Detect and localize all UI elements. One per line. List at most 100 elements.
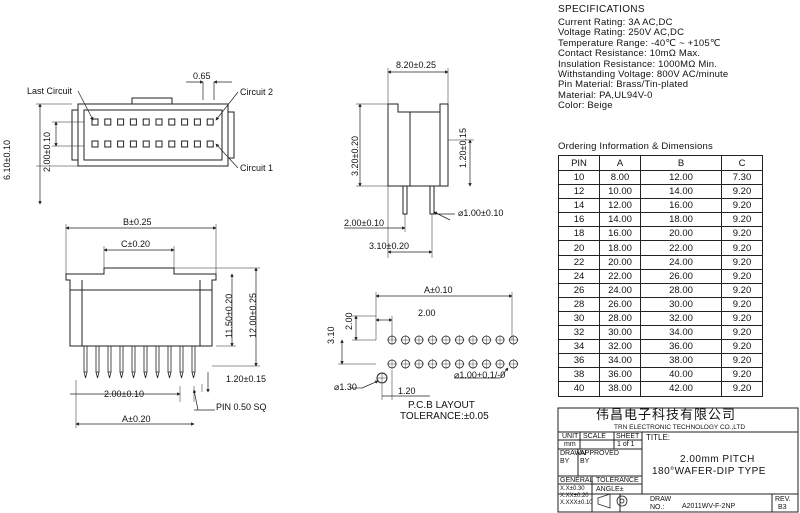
top-view-pin [142, 118, 150, 126]
table-cell: 24.00 [599, 282, 641, 298]
angle-label: ANGLE± [596, 486, 624, 493]
front-view-pin-tip [167, 371, 172, 379]
table-cell: 9.20 [721, 212, 763, 228]
front-view-pin [95, 345, 100, 373]
pcb-layout-title: P.C.B LAYOUT [408, 400, 475, 411]
dim-pcb-pitch-h: 2.00 [418, 308, 436, 318]
dim-side-width: 8.20±0.25 [396, 60, 436, 70]
front-view-pin-tip [131, 371, 136, 379]
front-view-pin-tip [155, 371, 160, 379]
front-view-pin-tip [143, 371, 148, 379]
top-view-pin [129, 140, 137, 148]
table-cell: 9.20 [721, 282, 763, 298]
pcb-layout [338, 292, 519, 400]
spec-line: Temperature Range: -40℃ ~ +105℃ [558, 37, 721, 49]
dim-side-120: 1.20±0.15 [458, 128, 468, 168]
company-name-en: TRN ELECTRONIC TECHNOLOGY CO.,LTD [614, 424, 746, 431]
table-cell: 9.20 [721, 325, 763, 341]
dim-front-c: C±0.20 [121, 239, 150, 249]
column-header-b: B [640, 155, 722, 171]
dim-pcb-hole-dia: ⌀1.30 [334, 382, 357, 392]
drawing-title-line1: 2.00mm PITCH [680, 454, 755, 465]
table-cell: 9.20 [721, 268, 763, 284]
table-cell: 30.00 [599, 325, 641, 341]
table-cell: 38 [558, 367, 600, 383]
table-cell: 22 [558, 254, 600, 270]
table-cell: 28.00 [599, 310, 641, 327]
spec-line: Pin Material: Brass/Tin-plated [558, 79, 689, 91]
table-cell: 12.00 [599, 198, 641, 214]
dim-pin-diameter: ⌀1.00±0.10 [458, 208, 504, 218]
top-view-pin [206, 140, 214, 148]
dim-front-1150: 11.50±0.20 [224, 293, 234, 338]
tolerance-3: X.XXX±0.10 [560, 500, 593, 506]
top-view-pin [181, 140, 189, 148]
table-cell: 18.00 [599, 240, 641, 256]
table-cell: 9.20 [721, 339, 763, 355]
drawn-by-label: DRAWN BY [560, 450, 587, 465]
scale-label: SCALE [583, 433, 606, 440]
front-view-pin-tip [191, 371, 196, 379]
front-view-pin-tip [119, 371, 124, 379]
table-cell: 12.00 [640, 169, 722, 186]
front-view-pin [191, 345, 196, 373]
top-view-pin [155, 140, 163, 148]
table-cell: 16.00 [640, 198, 722, 214]
table-cell: 32.00 [640, 310, 722, 327]
table-cell: 9.20 [721, 310, 763, 327]
table-cell: 28.00 [640, 282, 722, 298]
table-cell: 9.20 [721, 254, 763, 270]
top-view-pin [117, 118, 125, 126]
table-cell: 9.20 [721, 184, 763, 200]
table-cell: 9.20 [721, 240, 763, 256]
table-cell: 22.00 [599, 268, 641, 284]
spec-line: Contact Resistance: 10mΩ Max. [558, 48, 701, 60]
table-cell: 18.00 [640, 212, 722, 228]
title-label: TITLE: [646, 433, 671, 442]
table-cell: 24 [558, 268, 600, 284]
general-label: GENERAL [560, 477, 594, 484]
front-view-pin-tip [83, 371, 88, 379]
top-view-pin [104, 118, 112, 126]
table-cell: 36.00 [640, 339, 722, 355]
column-header-a: A [599, 155, 641, 171]
table-cell: 40.00 [640, 367, 722, 383]
dim-side-320: 3.20±0.20 [350, 136, 360, 176]
table-cell: 26.00 [599, 296, 641, 312]
sheet-value: 1 of 1 [617, 441, 635, 448]
table-cell: 14.00 [599, 212, 641, 228]
side-view [344, 68, 474, 258]
specifications-heading: SPECIFICATIONS [558, 4, 645, 15]
front-view-pin [107, 345, 112, 373]
top-view-pin [91, 118, 99, 126]
table-cell: 38.00 [599, 381, 641, 397]
table-cell: 20.00 [640, 226, 722, 242]
draw-no-value: A2011WV-F-2NP [682, 503, 736, 510]
top-view [36, 80, 239, 205]
table-cell: 24.00 [640, 254, 722, 270]
spec-line: Withstanding Voltage: 800V AC/minute [558, 69, 729, 80]
spec-line: Current Rating: 3A AC,DC [558, 17, 673, 28]
front-view-pin [167, 345, 172, 373]
table-cell: 18 [558, 226, 600, 242]
dim-pcb-pitch-v: 2.00 [344, 312, 354, 330]
top-view-pin [181, 118, 189, 126]
draw-no-label: DRAW NO.: [650, 496, 672, 511]
dim-front-pitch: 2.00±0.10 [104, 389, 144, 399]
top-view-pin [168, 118, 176, 126]
dim-pitch-offset: 0.65 [193, 71, 211, 81]
table-cell: 42.00 [640, 381, 722, 397]
table-cell: 34.00 [599, 353, 641, 369]
tolerance-2: X.XX±0.20 [560, 493, 589, 499]
table-cell: 34.00 [640, 325, 722, 341]
table-cell: 7.30 [721, 169, 763, 186]
table-cell: 10 [558, 169, 600, 186]
table-cell: 16.00 [599, 226, 641, 242]
table-cell: 16 [558, 212, 600, 228]
